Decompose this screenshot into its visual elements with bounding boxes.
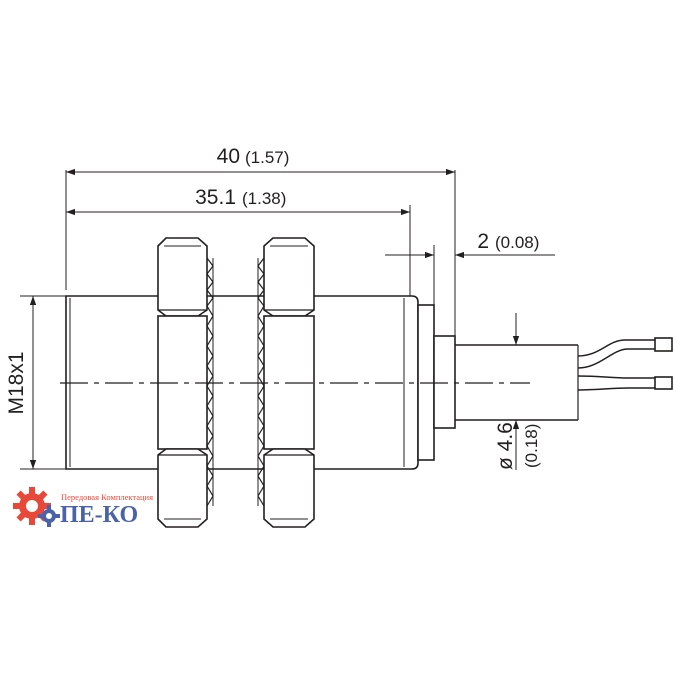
svg-text:40: 40 — [217, 145, 240, 168]
overall-length-value: 40 — [217, 145, 240, 168]
gland-length-inch: (0.08) — [495, 233, 539, 252]
housing-length-inch: (1.38) — [242, 189, 286, 208]
logo-tagline: Передовая Комплектация — [61, 492, 153, 502]
cable — [455, 337, 673, 421]
cable-diameter-value: ø 4.6 — [494, 422, 517, 470]
thread-dimension: M18x1 — [5, 295, 66, 470]
overall-length-dimension: 40 (1.57) — [65, 145, 456, 340]
housing-length-value: 35.1 — [195, 186, 236, 209]
cable-diameter-dimension: ø 4.6 (0.18) — [494, 313, 541, 470]
small-gear-icon — [38, 505, 60, 527]
cable-diameter-inch: (0.18) — [522, 424, 541, 468]
gland-length-value: 2 — [477, 230, 489, 253]
thread-value: M18x1 — [5, 351, 28, 414]
housing-length-dimension: 35.1 (1.38) — [66, 186, 411, 300]
gland-length-dimension: 2 (0.08) — [385, 230, 555, 305]
peko-logo: Передовая Комплектация ПЕ-КО — [13, 487, 153, 528]
logo-name: ПЕ-КО — [60, 502, 138, 528]
overall-length-inch: (1.57) — [245, 148, 289, 167]
